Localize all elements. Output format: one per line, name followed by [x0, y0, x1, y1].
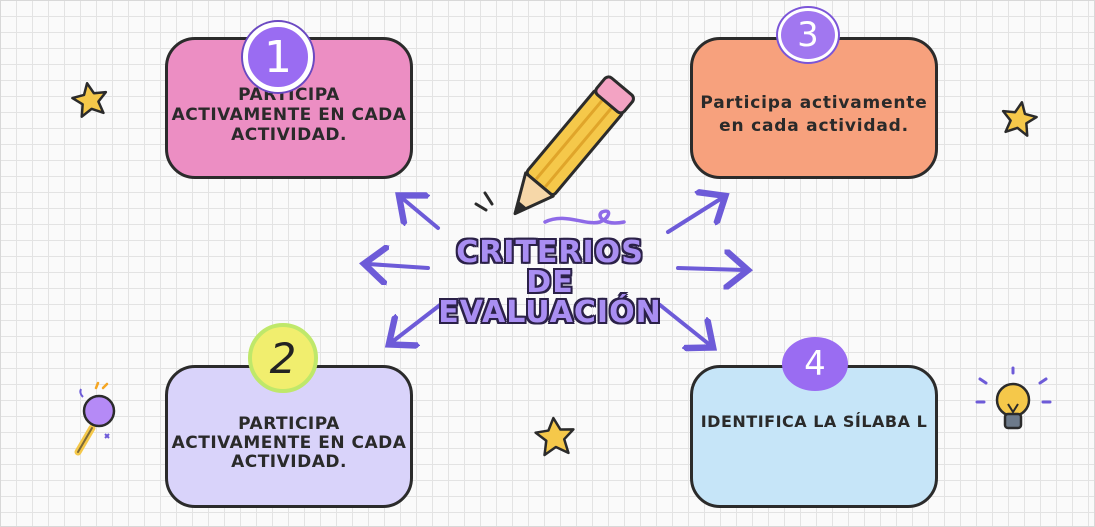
- pencil-icon: [513, 75, 635, 216]
- criterion-text-2: PARTICIPA ACTIVAMENTE EN CADA ACTIVIDAD.: [171, 414, 407, 472]
- criterion-text-3: Participa activamente en cada actividad.: [700, 93, 928, 136]
- star-icon: [71, 82, 1038, 457]
- arrow-up-left: [402, 198, 440, 230]
- title-line-1: CRITERIOS DE: [456, 235, 644, 300]
- arrow-left: [368, 264, 430, 268]
- criterion-text-1: PARTICIPA ACTIVAMENTE EN CADA ACTIVIDAD.: [171, 85, 407, 145]
- number-badge-4: 4: [782, 337, 848, 391]
- arrow-down-right: [658, 303, 710, 345]
- arrow-down-left: [392, 303, 442, 342]
- number-badge-3: 3: [778, 8, 838, 62]
- title-line-2: EVALUACIÓN: [438, 295, 662, 330]
- criterion-text-4: IDENTIFICA LA SÍLABA L: [700, 412, 928, 431]
- lightbulb-icon: [975, 366, 1052, 430]
- arrow-up-right: [666, 198, 722, 234]
- pencil-sparks: [474, 191, 494, 212]
- squiggle: [543, 209, 626, 225]
- central-title: CRITERIOS DE EVALUACIÓN: [430, 238, 670, 328]
- arrow-right: [676, 268, 744, 270]
- magnifier-icon: [74, 381, 116, 456]
- number-badge-1: 1: [243, 22, 313, 92]
- number-badge-2: 2: [248, 323, 318, 393]
- arrows: [368, 198, 744, 345]
